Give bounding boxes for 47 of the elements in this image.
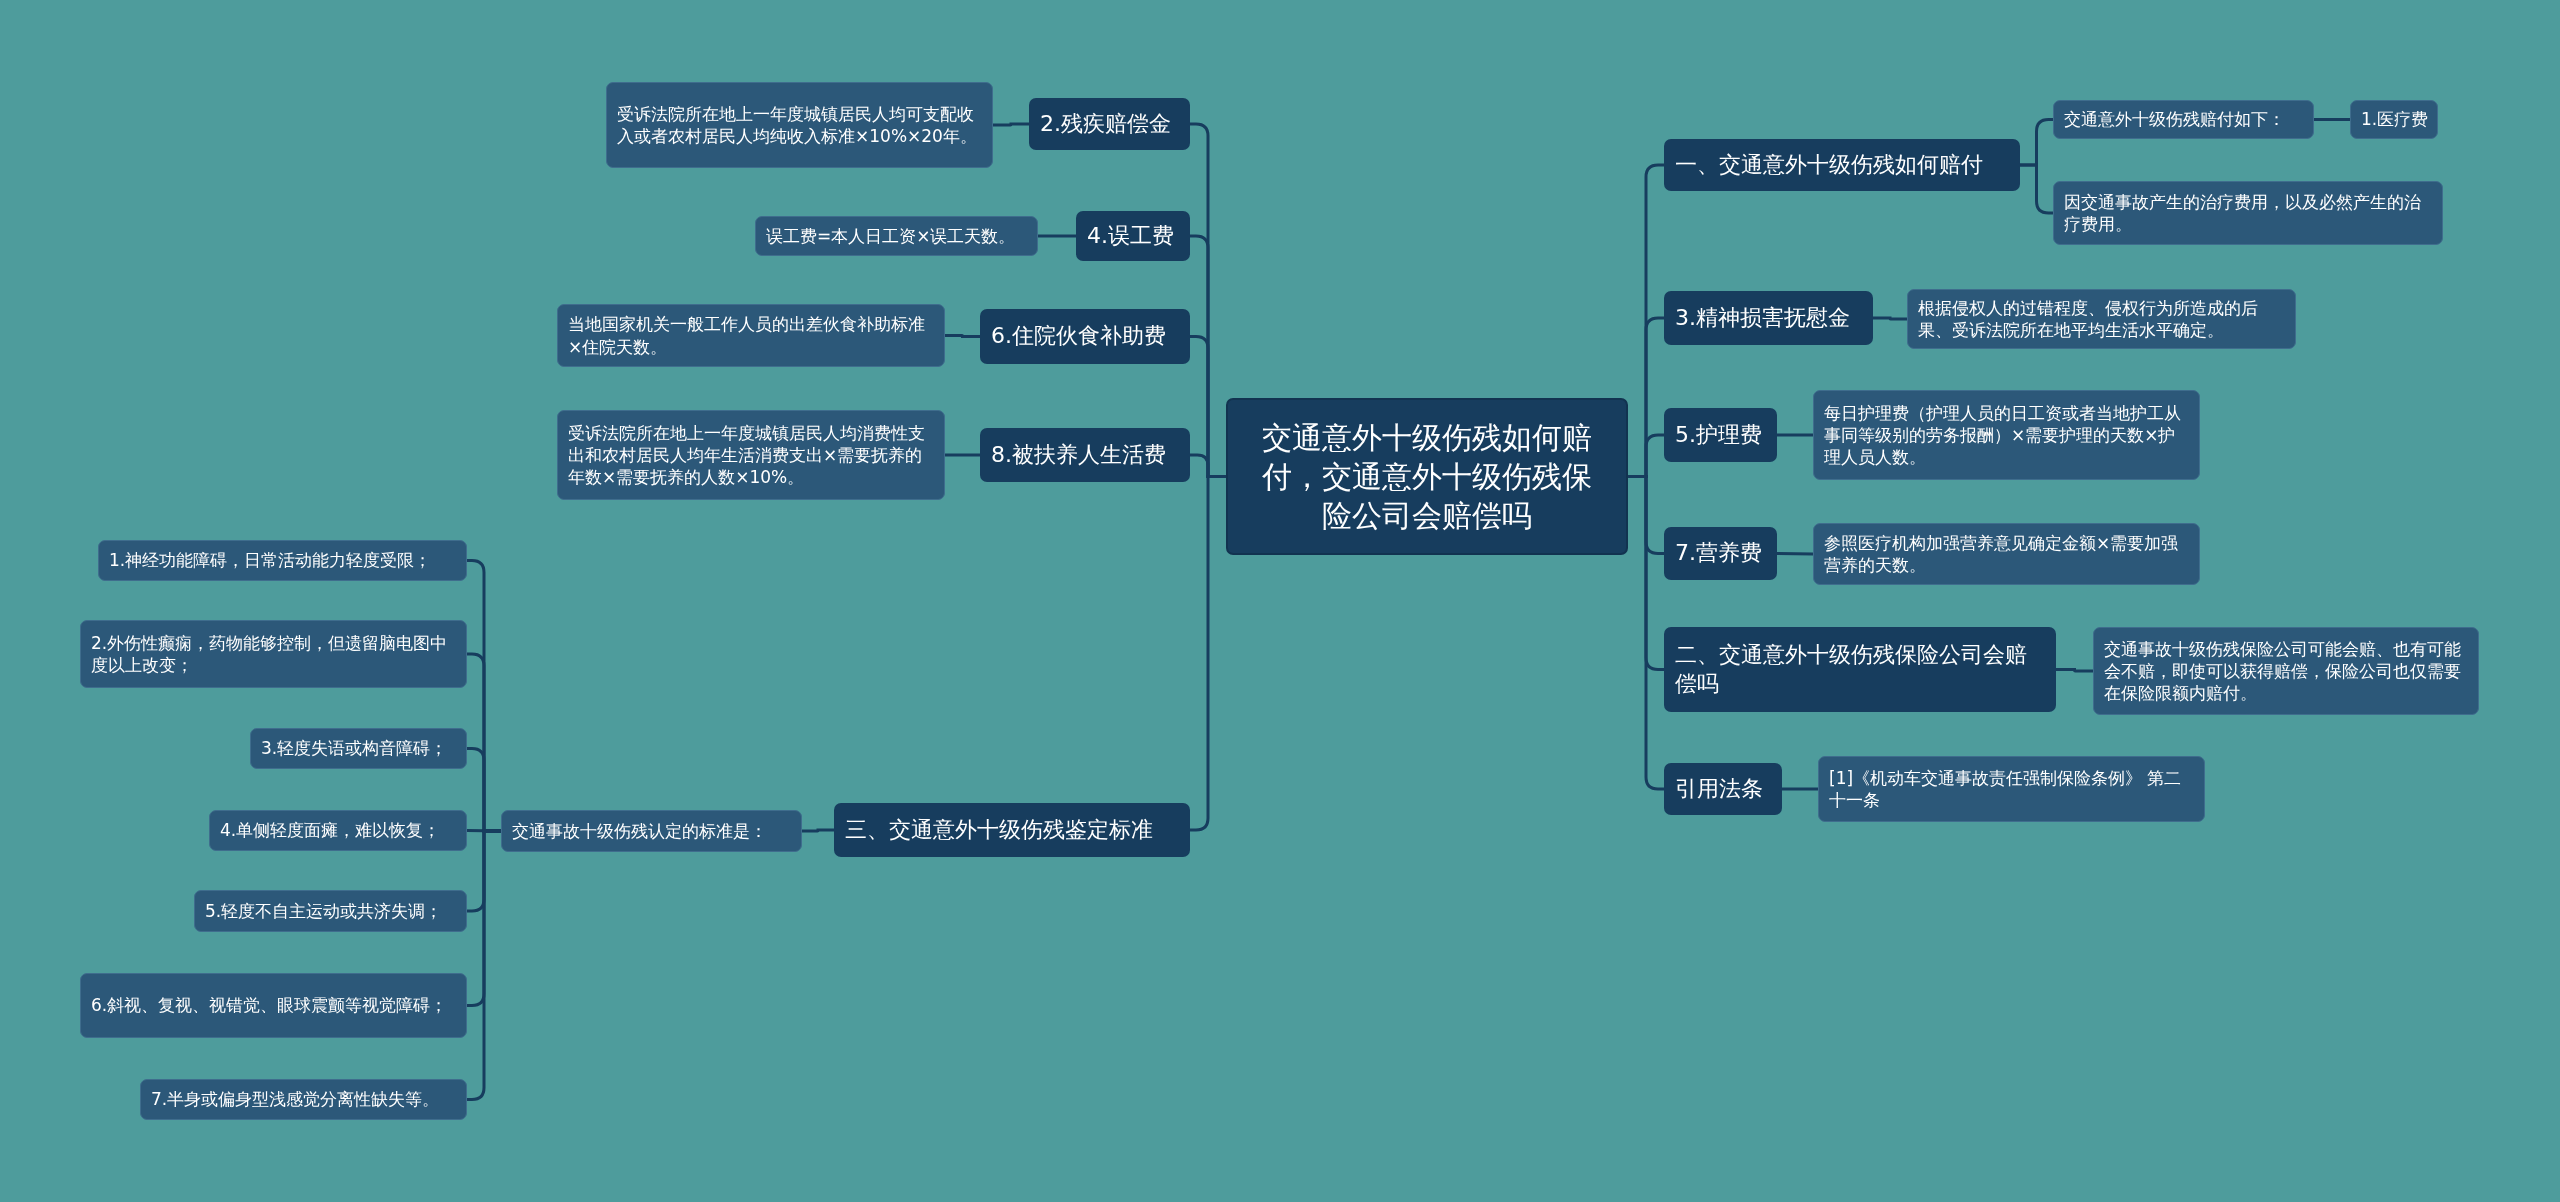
topic-box: 引用法条	[1664, 763, 1782, 815]
detail-box: 交通意外十级伤残赔付如下：	[2053, 100, 2314, 139]
detail-box: 受诉法院所在地上一年度城镇居民人均可支配收入或者农村居民人均纯收入标准×10%×20年。	[606, 82, 993, 168]
topic-box: 4.误工费	[1076, 211, 1190, 261]
connector-line	[945, 453, 980, 457]
topic-box: 二、交通意外十级伤残保险公司会赔偿吗	[1664, 627, 2056, 712]
detail-box: 当地国家机关一般工作人员的出差伙食补助标准×住院天数。	[557, 304, 945, 367]
connector-line	[1038, 234, 1076, 238]
connector-line	[1782, 787, 1818, 791]
detail-box: 6.斜视、复视、视错觉、眼球震颤等视觉障碍；	[80, 973, 467, 1038]
detail-box: 5.轻度不自主运动或共济失调；	[194, 890, 467, 932]
detail-box: 根据侵权人的过错程度、侵权行为所造成的后果、受诉法院所在地平均生活水平确定。	[1907, 289, 2296, 349]
connector-line	[1190, 475, 1226, 832]
topic-box: 2.残疾赔偿金	[1029, 98, 1190, 150]
connector-line	[2056, 668, 2093, 673]
detail-box: 1.神经功能障碍，日常活动能力轻度受限；	[98, 540, 467, 581]
topic-box: 一、交通意外十级伤残如何赔付	[1664, 139, 2020, 191]
topic-box: 三、交通意外十级伤残鉴定标准	[834, 803, 1190, 857]
detail-box: 1.医疗费	[2350, 100, 2438, 139]
topic-box: 7.营养费	[1664, 527, 1777, 580]
topic-box: 5.护理费	[1664, 408, 1777, 462]
detail-box: 参照医疗机构加强营养意见确定金额×需要加强营养的天数。	[1813, 523, 2200, 585]
detail-box: 受诉法院所在地上一年度城镇居民人均消费性支出和农村居民人均年生活消费支出×需要抚养的年数×需要抚养的人数×10%。	[557, 410, 945, 500]
detail-box: 3.轻度失语或构音障碍；	[250, 728, 467, 769]
detail-box: [1]《机动车交通事故责任强制保险条例》 第二十一条	[1818, 756, 2205, 822]
topic-box: 3.精神损害抚慰金	[1664, 291, 1873, 345]
connector-line	[1628, 475, 1664, 791]
connector-line	[2020, 163, 2053, 215]
connector-line	[1873, 316, 1907, 321]
connector-line	[802, 828, 834, 833]
detail-box: 误工费=本人日工资×误工天数。	[755, 216, 1038, 256]
detail-box: 4.单侧轻度面瘫，难以恢复；	[209, 810, 467, 851]
connector-line	[945, 334, 980, 338]
detail-box: 每日护理费（护理人员的日工资或者当地护工从事同等级别的劳务报酬）×需要护理的天数×护理人员人数。	[1813, 390, 2200, 480]
connector-line	[993, 122, 1029, 127]
connector-line	[1776, 552, 1814, 556]
detail-box: 2.外伤性癫痫，药物能够控制，但遗留脑电图中度以上改变；	[80, 620, 467, 688]
topic-box: 6.住院伙食补助费	[980, 309, 1190, 364]
connector-line	[466, 829, 502, 833]
central-topic-box: 交通意外十级伤残如何赔付，交通意外十级伤残保险公司会赔偿吗	[1226, 398, 1628, 555]
connector-line	[2314, 118, 2350, 121]
detail-box: 7.半身或偏身型浅感觉分离性缺失等。	[140, 1079, 467, 1120]
detail-box: 交通事故十级伤残认定的标准是：	[501, 810, 802, 852]
topic-box: 8.被扶养人生活费	[980, 428, 1190, 482]
detail-box: 交通事故十级伤残保险公司可能会赔、也有可能会不赔，即使可以获得赔偿，保险公司也仅需要在保险限额内赔付。	[2093, 627, 2479, 715]
connector-line	[1777, 433, 1813, 437]
detail-box: 因交通事故产生的治疗费用，以及必然产生的治疗费用。	[2053, 181, 2443, 245]
